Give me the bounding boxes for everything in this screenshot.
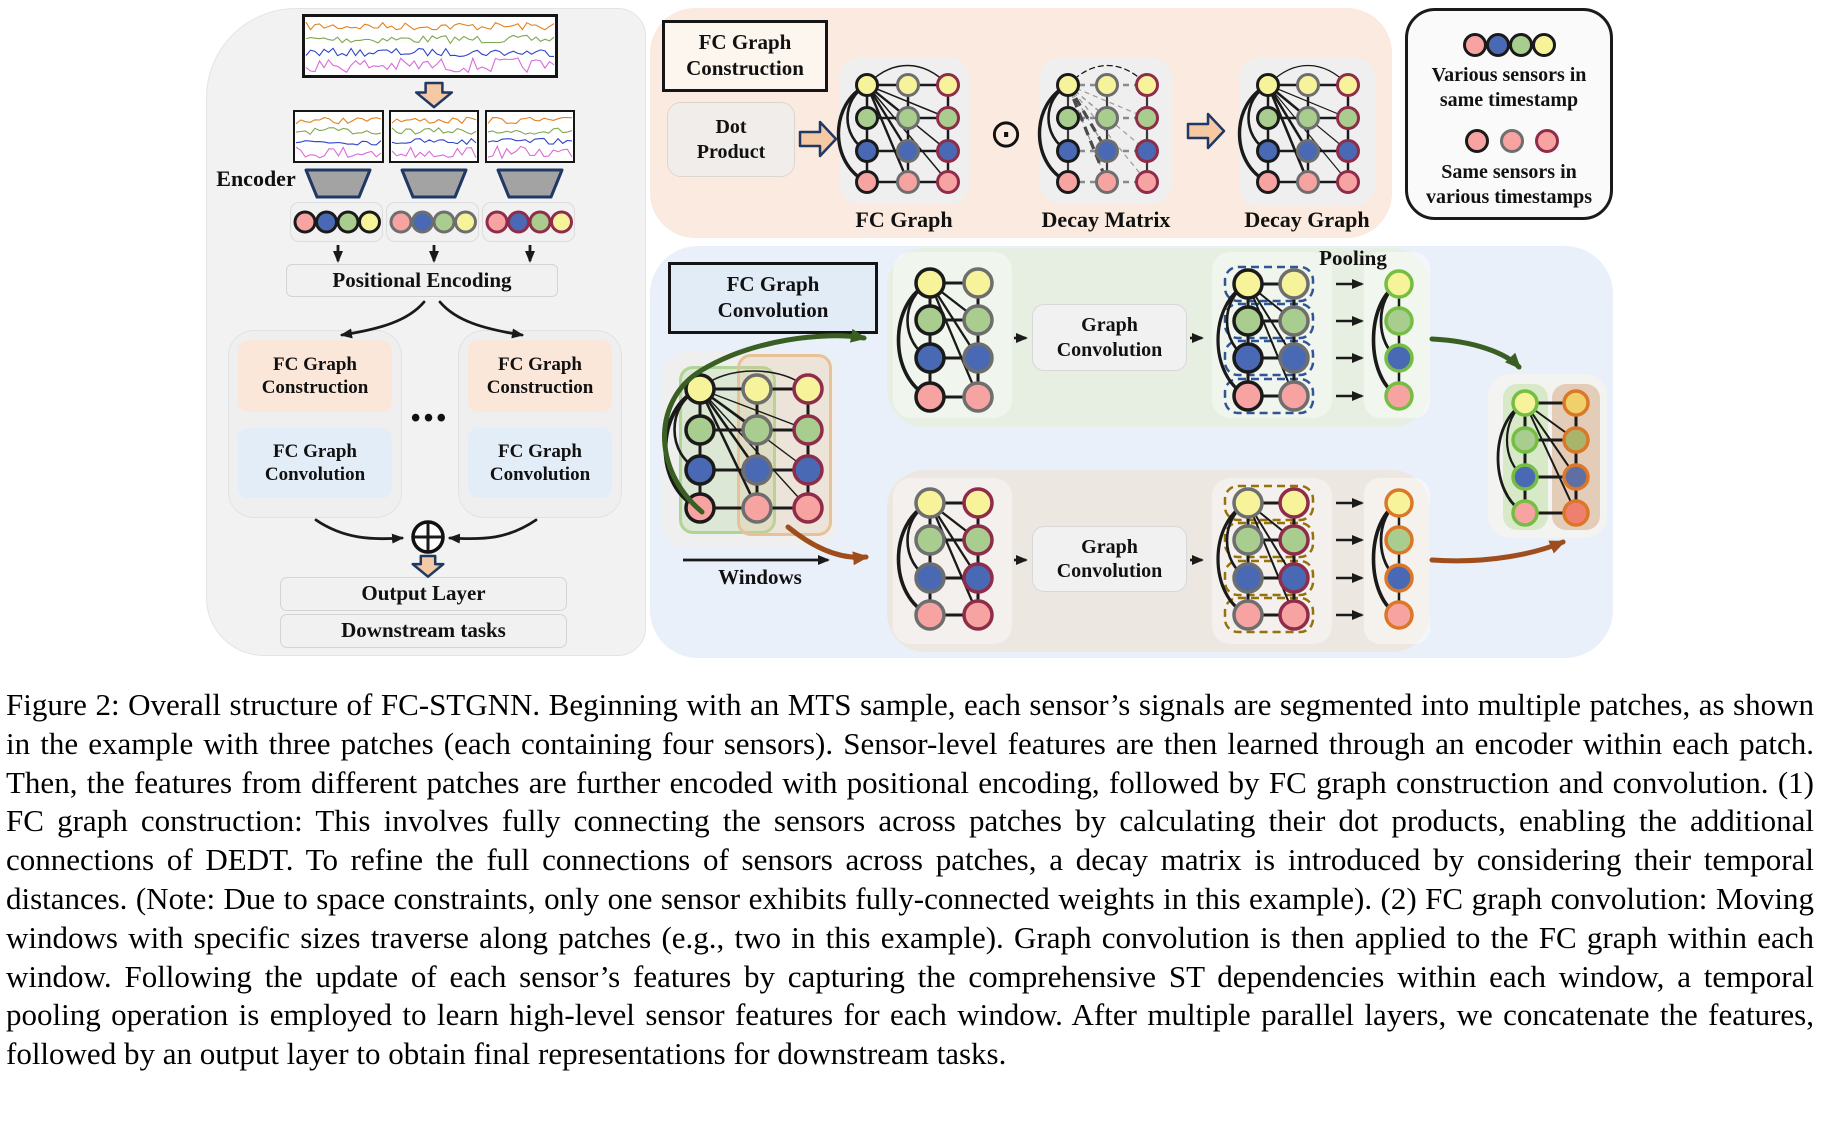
mts-sample-box [302, 14, 558, 78]
sensor-row-box-1 [290, 202, 383, 242]
moving-window-2 [737, 354, 832, 536]
concat-window1-column [1503, 384, 1548, 530]
legend-row2-line2: various timestamps [1425, 186, 1593, 209]
layer-block-left-convolution [238, 428, 392, 498]
layer-block-right-convolution [468, 428, 612, 498]
patch-box-2 [389, 110, 479, 163]
window1-pooled-container [1364, 252, 1430, 418]
convolution-title-box [668, 262, 878, 334]
fc-graph-container [839, 58, 969, 204]
legend-row2-line1: Same sensors in [1441, 161, 1577, 184]
encoder-label: Encoder [216, 165, 296, 191]
window1-graph-container [893, 252, 1012, 418]
fc-graph-convolution-block-text-2: FC Graph Convolution [489, 440, 591, 485]
graph-convolution-text-1: Graph Convolution [1056, 314, 1163, 361]
graph-convolution-box-1 [1032, 304, 1187, 371]
window2-dashed-graph-container [1212, 478, 1332, 644]
window2-pooled-container [1364, 478, 1430, 644]
decay-graph-caption: Decay Graph [1244, 206, 1370, 232]
sensor-row-box-2 [386, 202, 479, 242]
layer-block-left-construction [238, 340, 392, 412]
fc-graph-construction-block-text-2: FC Graph Construction [486, 353, 594, 398]
graph-convolution-label-2: Graph Convolution [1032, 526, 1187, 592]
positional-encoding-label: Positional Encoding [332, 267, 512, 292]
downstream-tasks-box [280, 614, 567, 648]
legend-row1-line1: Various sensors in [1431, 64, 1587, 87]
window2-graph-container [893, 478, 1012, 644]
fc-graph-caption: FC Graph [855, 206, 953, 232]
parallel-layers-ellipsis: ••• [410, 402, 450, 434]
graph-convolution-box-2 [1032, 526, 1187, 592]
graph-convolution-label-1: Graph Convolution [1032, 304, 1187, 371]
convolution-title-text: FC Graph Convolution [717, 272, 829, 322]
convolution-title-label: FC Graph Convolution [668, 262, 878, 334]
fc-graph-convolution-block-text: FC Graph Convolution [264, 440, 366, 485]
dot-product-label: Dot Product [667, 102, 795, 177]
legend-row1-line2: same timestamp [1439, 89, 1579, 112]
decay-matrix-container [1040, 58, 1172, 204]
dot-product-box [667, 102, 795, 177]
layer-block-right-construction [468, 340, 612, 412]
windows-label: Windows [718, 565, 802, 590]
downstream-tasks-label: Downstream tasks [341, 618, 506, 643]
construction-title-text: FC Graph Construction [686, 30, 804, 80]
hadamard-product-icon: ⊙ [989, 110, 1023, 157]
window1-dashed-graph-container [1212, 252, 1332, 418]
fc-graph-construction-block-label-right: FC Graph Construction [468, 340, 612, 412]
decay-matrix-caption: Decay Matrix [1041, 206, 1171, 232]
fc-graph-convolution-block-label-left: FC Graph Convolution [238, 428, 392, 498]
dot-product-text: Dot Product [696, 116, 766, 163]
positional-encoding-box [286, 264, 558, 297]
decay-graph-container [1239, 58, 1375, 206]
figure-caption: Figure 2: Overall structure of FC-STGNN.… [6, 687, 1814, 1072]
graph-convolution-text-2: Graph Convolution [1056, 535, 1163, 582]
patch-box-3 [485, 110, 575, 163]
sensor-row-box-3 [482, 202, 575, 242]
fc-graph-construction-block-label-left: FC Graph Construction [261, 353, 369, 398]
construction-title-label: FC Graph Construction [662, 20, 828, 92]
construction-title-box [662, 20, 828, 92]
fc-graph-convolution-block-label-right: FC Graph Convolution [468, 428, 612, 498]
pooling-label: Pooling [1319, 246, 1387, 271]
concat-window2-column [1552, 384, 1600, 530]
patch-box-1 [293, 110, 384, 163]
output-layer-label: Output Layer [361, 581, 486, 606]
